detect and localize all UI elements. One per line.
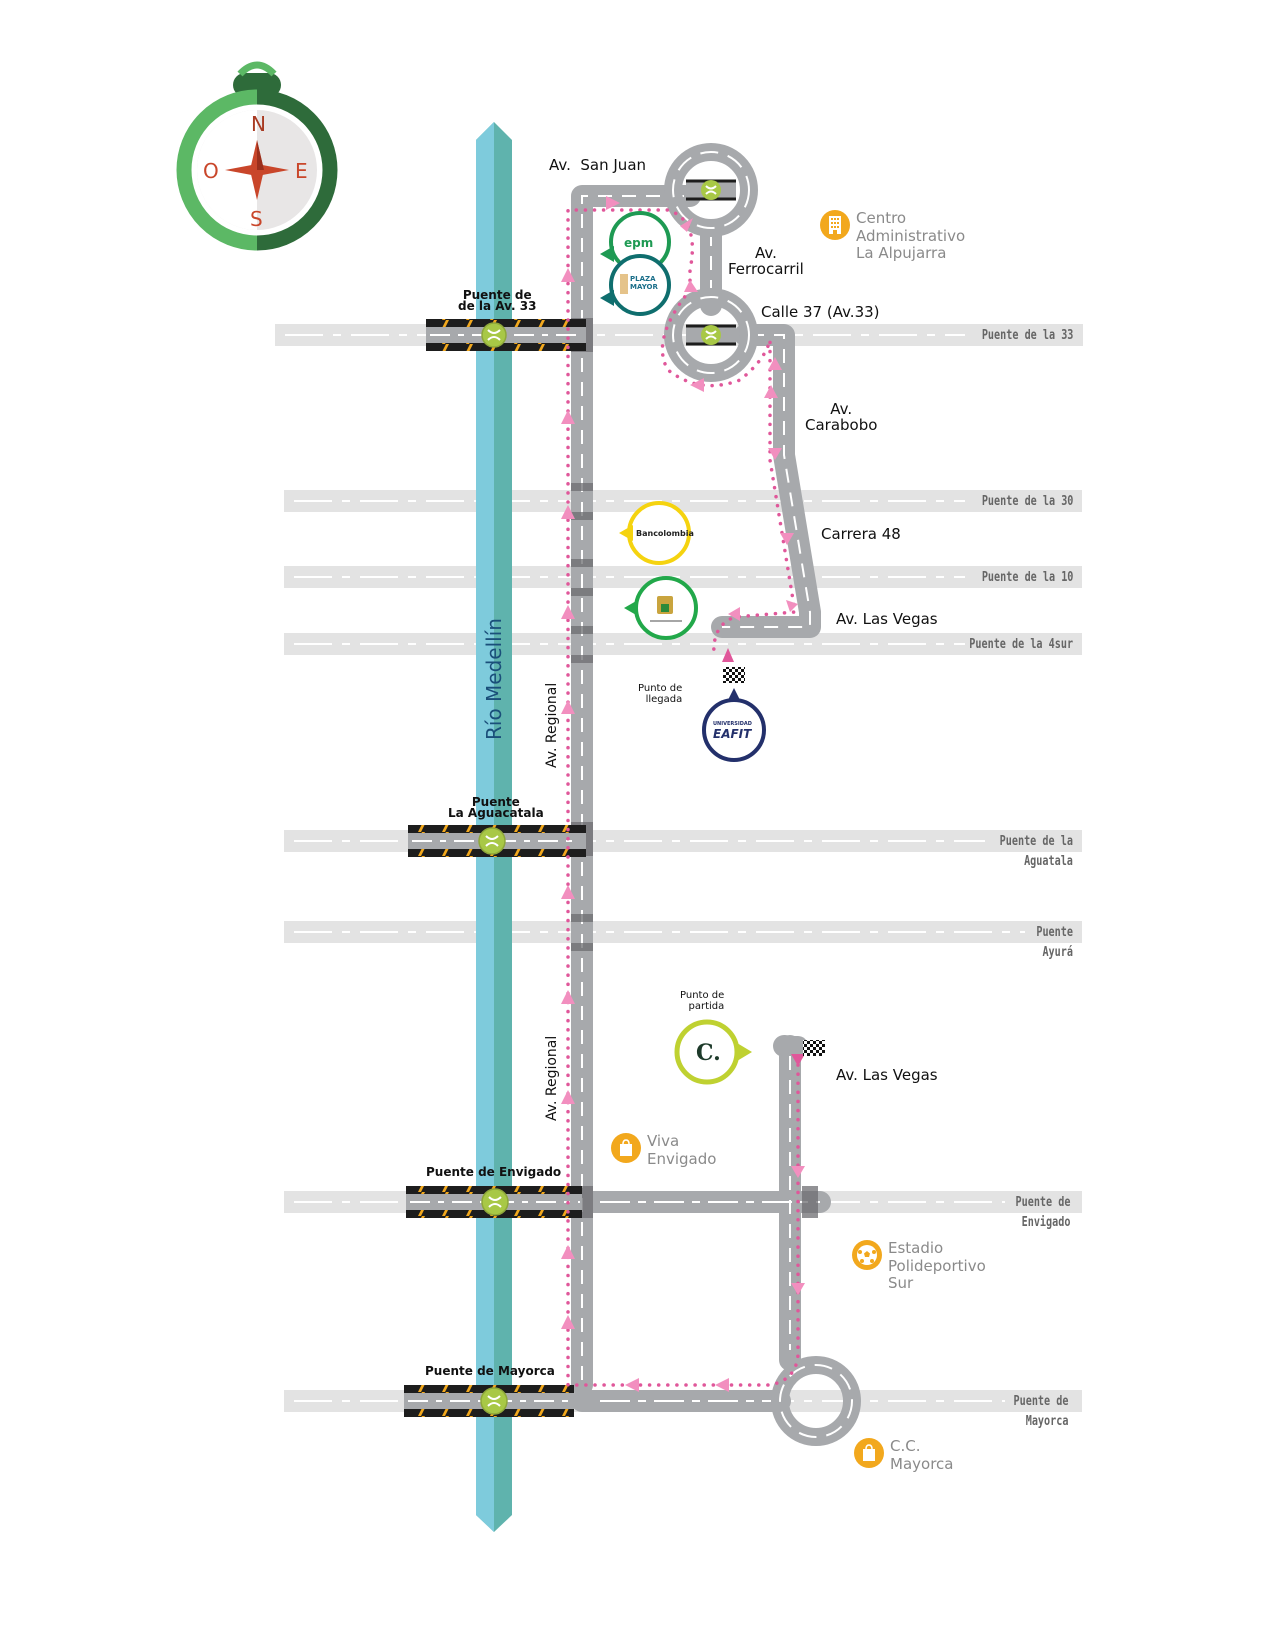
departure-logo-marker: C. <box>674 1019 752 1085</box>
soccer-ball-icon <box>852 1240 882 1270</box>
route-path <box>566 208 800 1387</box>
poi-label: Viva Envigado <box>647 1132 717 1168</box>
roundabout-mayorca <box>771 1356 861 1446</box>
poi-label: Estadio Polideportivo Sur <box>888 1239 986 1293</box>
bridge-right-label-33: Puente de la 33 <box>981 328 1073 343</box>
poi-viva-envigado: Viva Envigado <box>611 1132 717 1168</box>
crossing-road-4sur <box>284 633 1082 655</box>
crossing-road-ayura <box>284 921 1082 943</box>
poi-label: C.C. Mayorca <box>890 1437 954 1473</box>
road-label-av-ferrocarril: Av. Ferrocarril <box>728 244 804 278</box>
departure-label: Punto de partida <box>680 990 725 1012</box>
road-label-av-carabobo: Av. Carabobo <box>805 400 878 434</box>
compass-east: E <box>295 159 308 183</box>
start-road-cap <box>774 1036 808 1056</box>
start-flag-icon <box>803 1040 825 1056</box>
epm-logo-marker: epm <box>600 211 671 273</box>
road-label-av-regional-north: Av. Regional <box>544 682 560 768</box>
river-label: Río Medellín <box>482 618 506 740</box>
shopping-bag-icon <box>854 1438 884 1468</box>
epm-logo: epm <box>624 236 653 250</box>
road-lane-markings <box>581 195 820 1402</box>
bridge-label-envigado: Puente de Envigado <box>426 1165 562 1179</box>
bridge-marker-icon <box>480 1387 508 1415</box>
bridge-right-label-4sur: Puente de la 4sur <box>969 637 1073 652</box>
poi-cc-mayorca: C.C. Mayorca <box>854 1437 954 1473</box>
bridge-right-label-aguatala: Puente de la Aguatala <box>999 834 1073 870</box>
bridge-label-mayorca: Puente de Mayorca <box>425 1364 555 1378</box>
road-label-carrera-48: Carrera 48 <box>821 525 901 543</box>
bridge-marker-icon <box>701 325 721 345</box>
arrival-label: Punto de llegada <box>638 683 683 705</box>
bancolombia-logo: Bancolombia <box>636 529 694 538</box>
compass-icon: N S E O <box>176 61 338 251</box>
crossing-road-aguacatala <box>284 830 1082 852</box>
road-label-av-san-juan: Av. San Juan <box>549 156 647 174</box>
bridge-markers <box>478 180 721 1415</box>
bridge-marker-icon <box>478 827 506 855</box>
road-label-av-regional-south: Av. Regional <box>544 1035 560 1121</box>
road-label-calle-37: Calle 37 (Av.33) <box>761 303 880 321</box>
bridge-right-label-mayorca: Puente de Mayorca <box>1013 1394 1068 1430</box>
building-icon <box>820 210 850 240</box>
compass-west: O <box>203 159 219 183</box>
bridge-marker-icon <box>481 322 507 348</box>
shopping-bag-icon <box>611 1133 641 1163</box>
route-arrows <box>561 196 805 1392</box>
bridge-label-av33: Puente de de la Av. 33 <box>458 288 537 314</box>
bancolombia-logo-marker: Bancolombia <box>619 501 694 565</box>
eafit-logo-top: UNIVERSIDAD <box>713 721 752 727</box>
bridge-right-label-30: Puente de la 30 <box>981 494 1073 509</box>
bridge-right-label-ayura: Puente Ayurá <box>1036 925 1073 961</box>
compass-north: N <box>251 112 266 136</box>
bridge-marker-icon <box>481 1188 509 1216</box>
crossing-road-30 <box>284 490 1082 512</box>
poi-centro-administrativo: Centro Administrativo La Alpujarra <box>820 209 966 263</box>
roundabout-san-juan <box>664 143 758 237</box>
eafit-logo-marker: UNIVERSIDAD EAFIT <box>702 688 766 762</box>
poi-estadio-polideportivo: Estadio Polideportivo Sur <box>852 1239 986 1293</box>
eafit-logo: EAFIT <box>713 727 752 741</box>
bridge-label-aguacatala: Puente La Aguacatala <box>448 795 544 821</box>
poli-logo-marker <box>624 576 698 640</box>
poi-label: Centro Administrativo La Alpujarra <box>856 209 966 263</box>
compass-south: S <box>250 207 263 231</box>
bridge-marker-icon <box>701 180 721 200</box>
departure-logo: C. <box>696 1040 721 1066</box>
finish-flag-icon <box>723 667 745 683</box>
bridge-right-label-envigado: Puente de Envigado <box>1015 1195 1070 1231</box>
road-label-av-las-vegas-north: Av. Las Vegas <box>836 610 938 628</box>
bridge-right-label-10: Puente de la 10 <box>981 570 1073 585</box>
road-label-av-las-vegas-south: Av. Las Vegas <box>836 1066 938 1084</box>
